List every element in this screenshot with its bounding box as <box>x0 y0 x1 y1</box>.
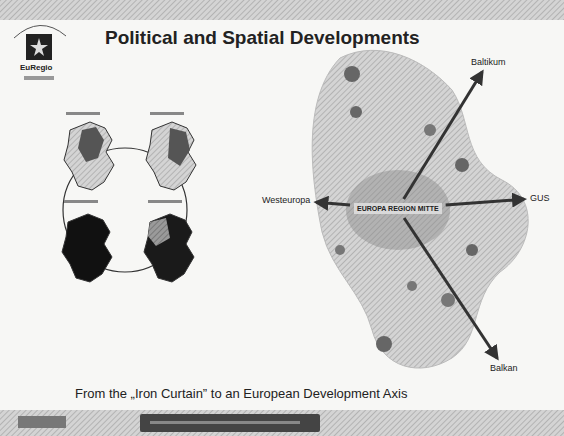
direction-label: Baltikum <box>469 56 508 68</box>
direction-label: Westeuropa <box>260 194 312 206</box>
direction-arrow <box>316 202 350 205</box>
node-text: Westeuropa <box>262 195 310 205</box>
header-band <box>0 0 564 20</box>
direction-label: Balkan <box>488 362 520 374</box>
node-text: Baltikum <box>471 57 506 67</box>
region-label: EUROPA REGION MITTE <box>354 203 442 214</box>
region-map <box>312 50 528 368</box>
logo-text: EuRegio <box>20 63 52 72</box>
slide-title: Political and Spatial Developments <box>105 27 420 49</box>
node-text: Balkan <box>490 363 518 373</box>
map-figures <box>62 112 196 282</box>
node-text: EUROPA REGION MITTE <box>357 205 439 212</box>
direction-arrow <box>446 199 524 205</box>
node-text: GUS <box>530 193 550 203</box>
logo <box>14 25 66 80</box>
direction-arrow <box>404 72 482 199</box>
direction-arrow <box>404 218 497 358</box>
slide-caption: From the „Iron Curtain” to an European D… <box>75 386 407 401</box>
direction-label: GUS <box>528 192 552 204</box>
footer-band <box>0 410 564 436</box>
